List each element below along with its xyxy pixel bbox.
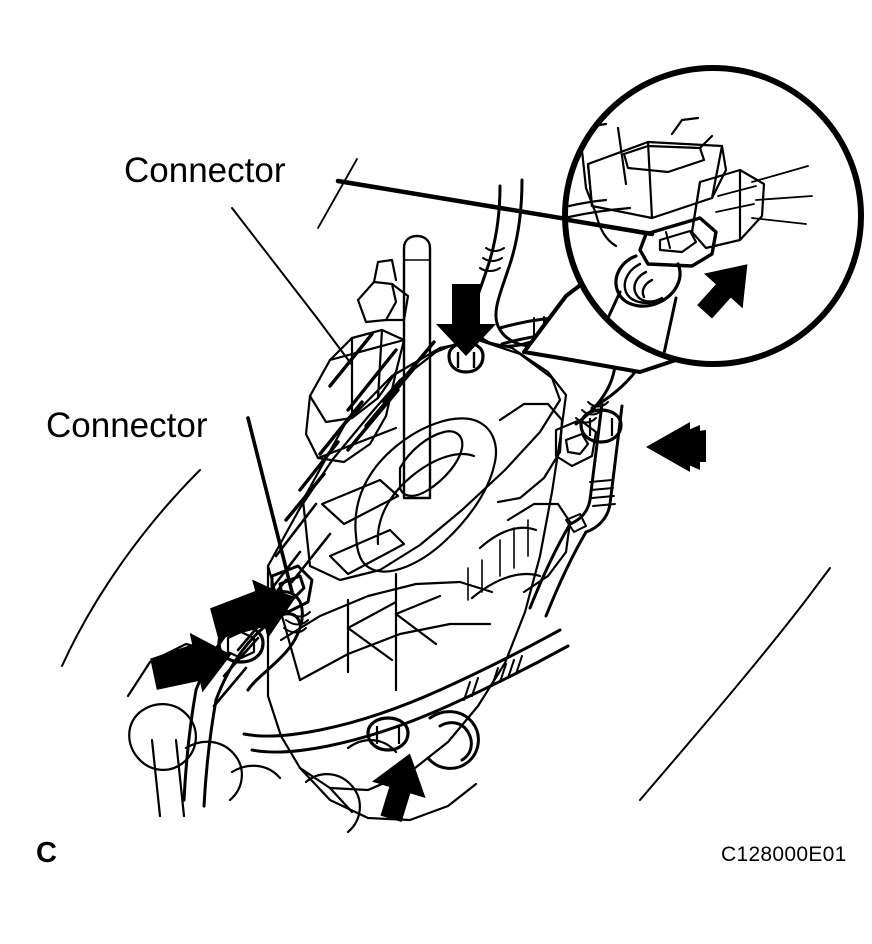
arrow-down-center — [436, 284, 496, 356]
part-number: C128000E01 — [721, 843, 847, 866]
detail-circle — [562, 65, 864, 367]
arrow-detail-circle — [697, 264, 748, 319]
arrow-up-bottom — [372, 753, 426, 823]
detail-circle-outline — [562, 65, 864, 367]
shift-lever-rod — [402, 234, 432, 500]
arrow-left-right-side — [646, 422, 706, 472]
background-contours — [61, 207, 831, 801]
figure-letter: C — [36, 837, 57, 869]
arrow-right-lower-left — [150, 632, 232, 693]
shading-hatch-left — [284, 332, 436, 522]
label-connector-top: Connector — [124, 151, 286, 190]
arrow-right-upper-left — [210, 579, 295, 640]
label-connector-bottom: Connector — [46, 406, 208, 445]
leader-line-connector-bottom — [246, 416, 294, 594]
construction-line-top — [317, 158, 358, 229]
